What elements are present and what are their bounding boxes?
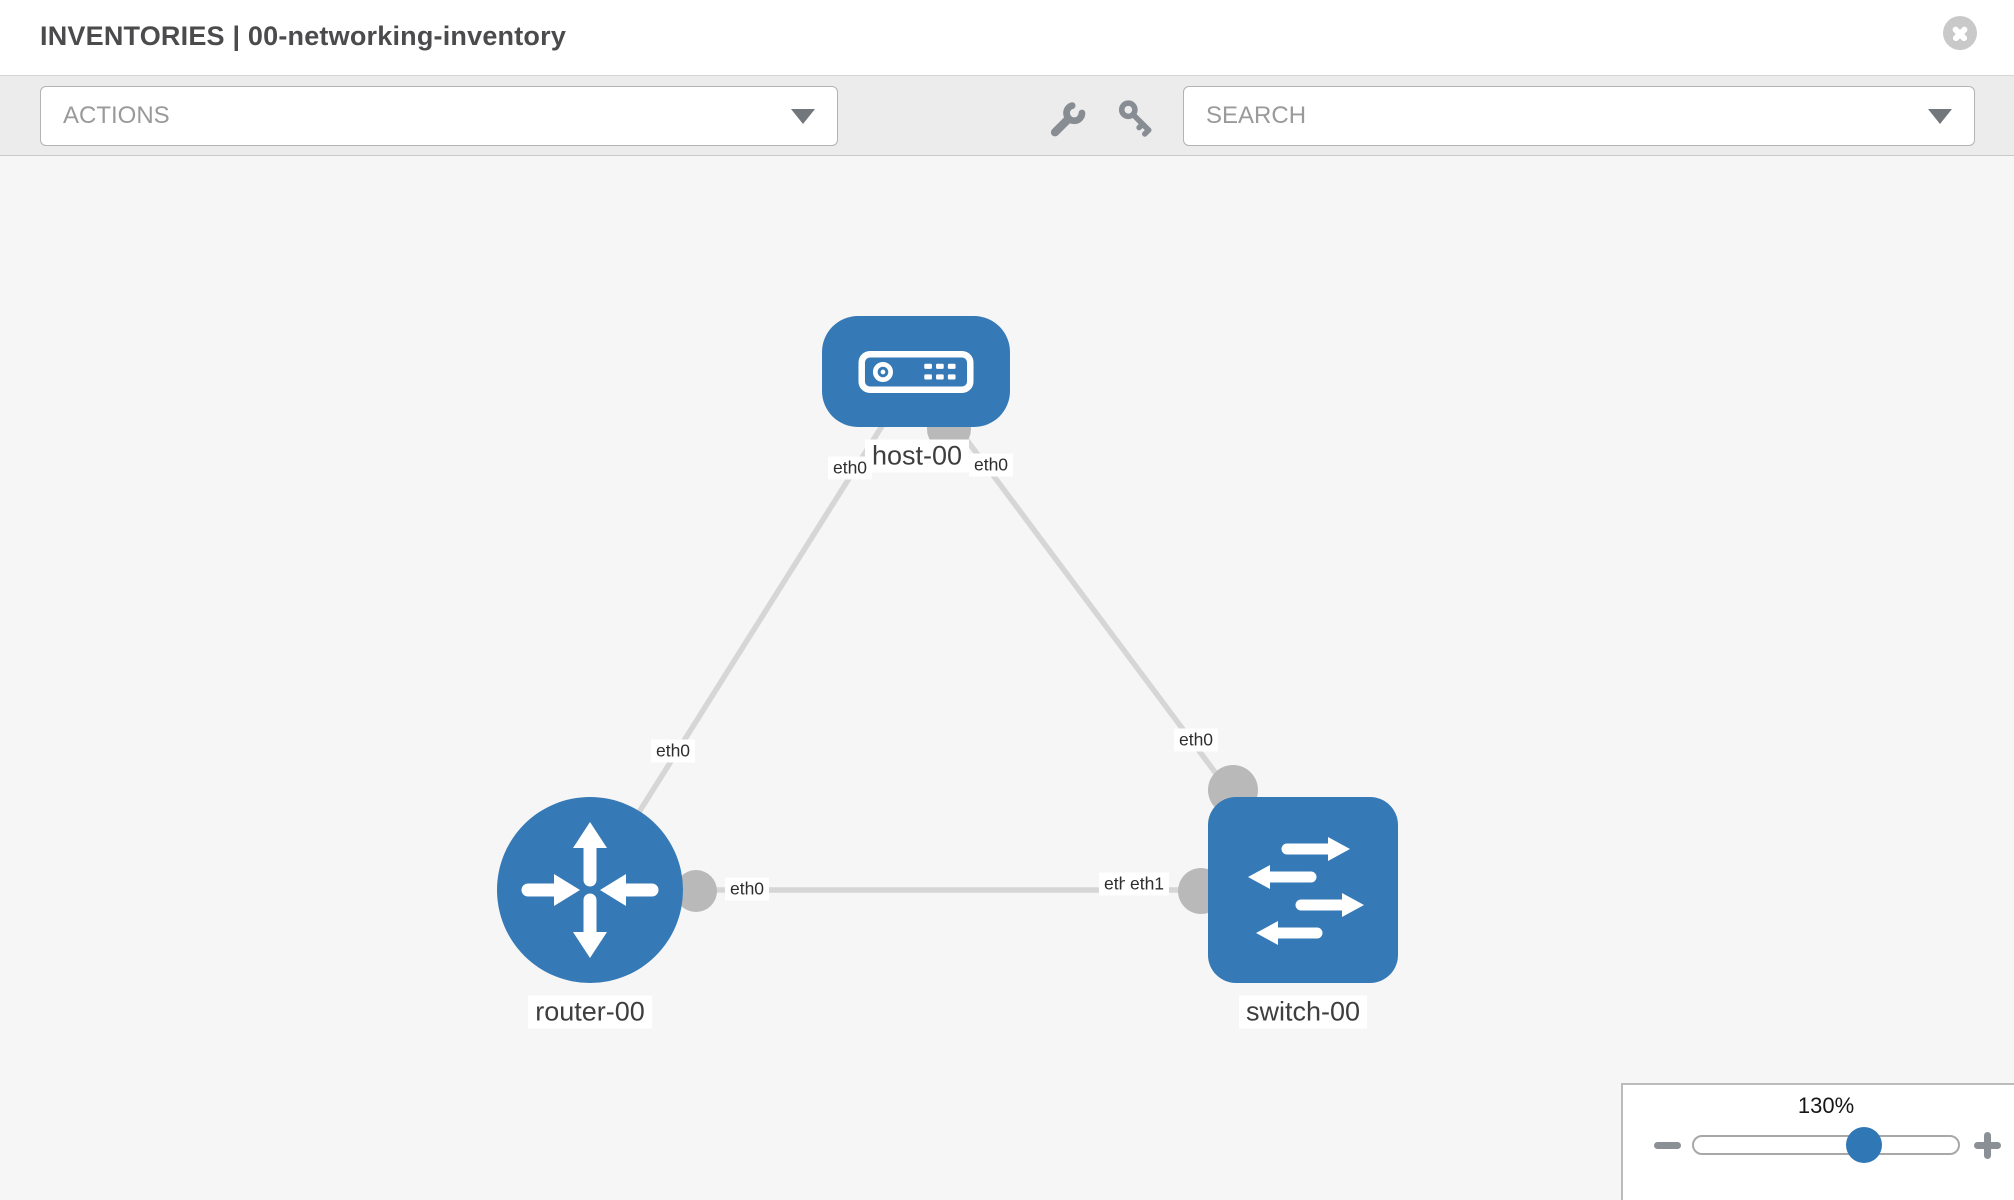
node-switch-00[interactable] [1208, 797, 1398, 983]
toolbar: ACTIONS SEARCH [0, 75, 2014, 156]
page-title: INVENTORIES | 00-networking-inventory [40, 21, 567, 51]
iface-label: eth1 [1124, 872, 1170, 896]
chevron-down-icon [1928, 108, 1952, 124]
interface-bubble-router [675, 870, 717, 912]
iface-label: eth0 [968, 453, 1014, 477]
iface-label: eth0 [1173, 728, 1219, 752]
wrench-button[interactable] [1044, 96, 1088, 140]
wrench-icon [1050, 101, 1086, 137]
links-layer [587, 370, 1306, 914]
topology-canvas[interactable]: host-00 router-00 switch-00 eth0 eth0 et… [0, 156, 2014, 1200]
key-icon [1118, 100, 1152, 137]
host-icon [858, 350, 974, 393]
switch-icon [1248, 837, 1364, 945]
chevron-down-icon [791, 108, 815, 124]
search-dropdown[interactable]: SEARCH [1183, 86, 1975, 146]
iface-label: eth0 [827, 456, 873, 480]
zoom-slider-handle[interactable] [1846, 1127, 1882, 1163]
node-label-router: router-00 [528, 995, 652, 1029]
interface-bubbles [675, 407, 1258, 914]
node-host-00[interactable] [822, 316, 1010, 427]
actions-dropdown[interactable]: ACTIONS [40, 86, 838, 146]
router-icon [521, 822, 659, 958]
zoom-slider[interactable] [1692, 1135, 1960, 1155]
close-button[interactable] [1943, 16, 1977, 50]
zoom-panel: 130% [1621, 1083, 2014, 1200]
zoom-out-button[interactable] [1654, 1141, 1681, 1149]
actions-dropdown-label: ACTIONS [63, 102, 170, 129]
zoom-level-label: 130% [1797, 1093, 1855, 1118]
node-label-host: host-00 [864, 439, 970, 473]
node-label-switch: switch-00 [1238, 995, 1368, 1029]
key-button[interactable] [1114, 96, 1158, 140]
node-router-00[interactable] [497, 797, 683, 983]
zoom-in-button[interactable] [1984, 1131, 1991, 1159]
header: INVENTORIES | 00-networking-inventory [0, 0, 2014, 75]
iface-label: eth0 [724, 877, 770, 901]
iface-label: eth0 [650, 739, 696, 763]
search-dropdown-label: SEARCH [1206, 102, 1307, 129]
